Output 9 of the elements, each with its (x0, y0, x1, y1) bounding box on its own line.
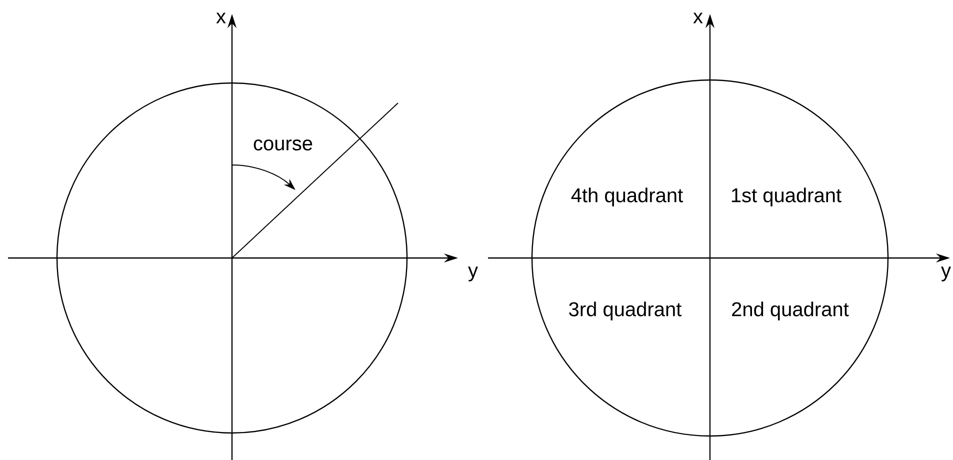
axis-label: x (693, 12, 703, 24)
axis-label: x (216, 12, 226, 24)
quadrant-label: 4th quadrant (571, 188, 683, 206)
quadrant-label: 1st quadrant (732, 188, 842, 206)
quadrant-label: 2nd quadrant (732, 302, 849, 320)
angle-label: course (254, 140, 312, 150)
axis-label: y (468, 266, 478, 282)
quadrant-label: 3rd quadrant (569, 302, 682, 320)
axis-label: y (941, 266, 951, 282)
